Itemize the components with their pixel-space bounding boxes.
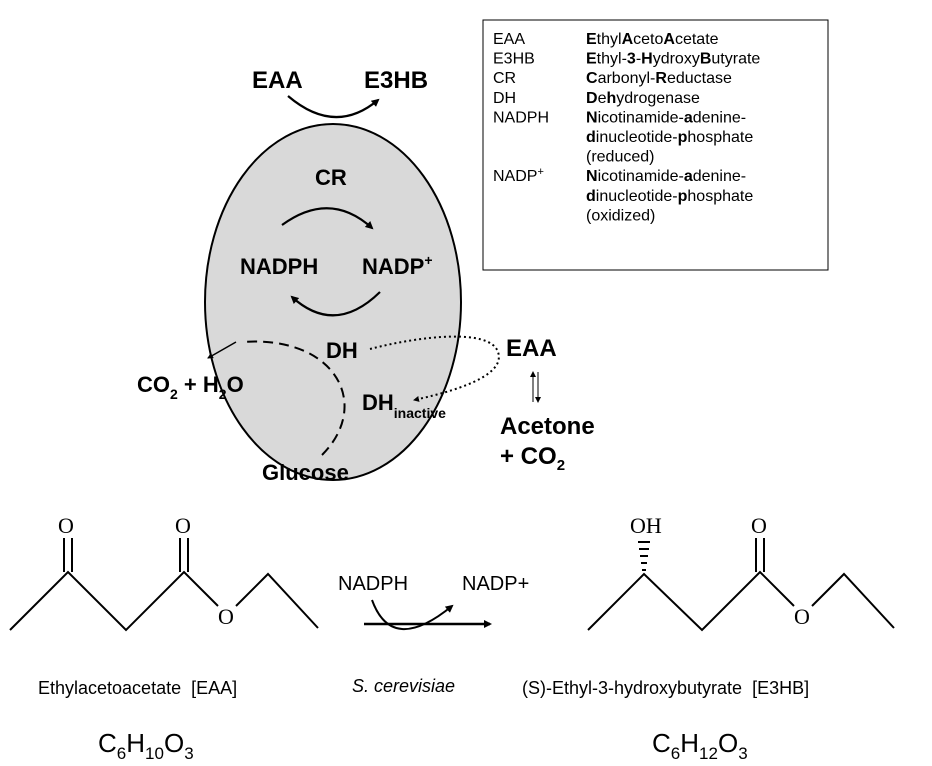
e3hb-oh: OH (630, 513, 662, 538)
organism-label: S. cerevisiae (352, 676, 455, 696)
legend-definition: dinucleotide-phosphate (586, 188, 753, 205)
reaction-nadph: NADPH (338, 573, 408, 595)
legend-abbr: CR (493, 70, 516, 87)
e3hb-chain (587, 570, 795, 632)
cycle-arrow-top (281, 207, 374, 230)
eaa-carbonyl-o: O (175, 513, 191, 538)
acetone-co2-label: + CO2 (500, 443, 565, 474)
eaa-to-e3hb-arrow (287, 95, 380, 119)
nadph-label: NADPH (240, 254, 318, 279)
dh-label: DH (326, 338, 358, 363)
e3hb-carbonyl-o: O (751, 513, 767, 538)
glucose-dashed-path (241, 340, 346, 456)
dh-inactive-label: DHinactive (362, 390, 446, 421)
legend-definition: (reduced) (586, 149, 654, 166)
e3hb-top-label: E3HB (364, 67, 428, 94)
e3hb-formula: C6H12O3 (652, 728, 748, 763)
legend-definition: dinucleotide-phosphate (586, 129, 753, 146)
legend-definition: (oxidized) (586, 207, 655, 224)
glucose-to-co2-arrow (207, 341, 237, 359)
cr-label: CR (315, 165, 347, 190)
legend-definition: Nicotinamide-adenine- (586, 109, 746, 126)
eaa-chain (9, 570, 219, 632)
legend-definition: Carbonyl-Reductase (586, 70, 732, 87)
cycle-arrow-bottom (290, 291, 381, 317)
eaa-structure (9, 538, 319, 632)
e3hb-structure (587, 538, 895, 632)
eaa-name: Ethylacetoacetate [EAA] (38, 678, 237, 698)
legend-definition: Dehydrogenase (586, 90, 700, 107)
acetone-label: Acetone (500, 413, 595, 440)
reaction-nadp-plus: NADP+ (462, 573, 529, 595)
legend-abbr: E3HB (493, 51, 535, 68)
legend-definition: EthylAcetoAcetate (586, 31, 719, 48)
eaa-top-label: EAA (252, 67, 303, 94)
legend-abbr: DH (493, 90, 516, 107)
e3hb-ethyl-chain (811, 572, 895, 629)
eaa-ketone-o: O (58, 513, 74, 538)
dh-inactivation-dotted-path (369, 335, 500, 402)
legend-abbr: NADPH (493, 109, 549, 126)
legend-abbr: NADP+ (493, 166, 544, 185)
e3hb-name: (S)-Ethyl-3-hydroxybutyrate [E3HB] (522, 678, 809, 698)
cell-ellipse (204, 123, 462, 481)
glucose-label: Glucose (262, 460, 349, 485)
legend-definition: Ethyl-3-HydroxyButyrate (586, 51, 760, 68)
eaa-ester-o: O (218, 604, 234, 629)
eaa-ethyl-chain (235, 572, 319, 629)
eaa-right-label: EAA (506, 335, 557, 362)
legend-box (482, 19, 829, 271)
nadp-plus-label: NADP+ (362, 252, 433, 279)
legend-definition: Nicotinamide-adenine- (586, 168, 746, 185)
eaa-formula: C6H10O3 (98, 728, 194, 763)
legend-abbr: EAA (493, 31, 525, 48)
e3hb-ester-o: O (794, 604, 810, 629)
co2-h2o-label: CO2 + H2O (137, 372, 244, 402)
cofactor-curved-arrow (371, 599, 454, 631)
